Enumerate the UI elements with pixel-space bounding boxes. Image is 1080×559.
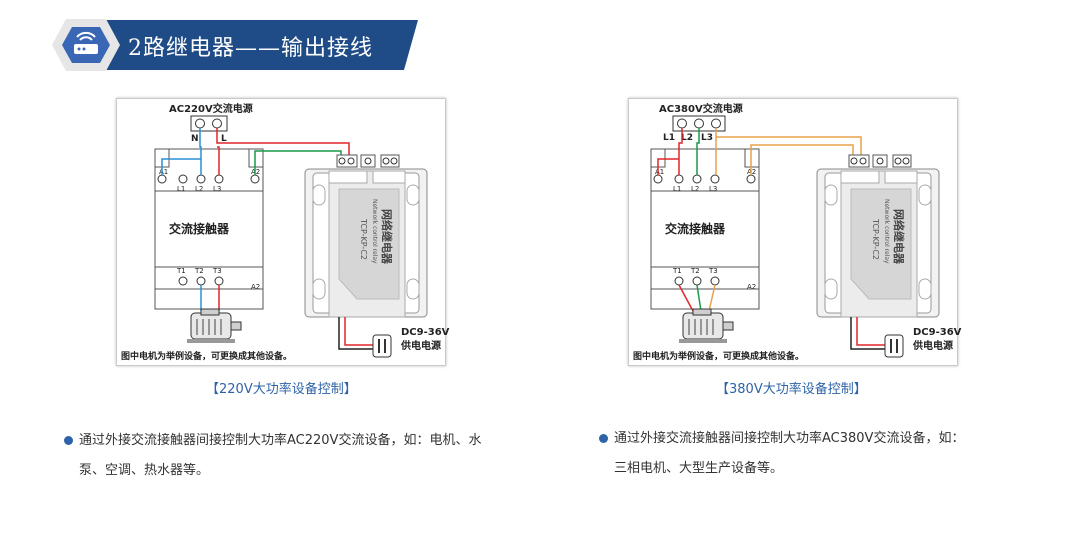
contactor-terminal-t1: T1 bbox=[672, 267, 682, 275]
source-label: AC380V交流电源 bbox=[659, 102, 743, 115]
source-label: AC220V交流电源 bbox=[169, 102, 253, 115]
wire-power-black bbox=[338, 317, 373, 350]
terminal-label-l2: L2 bbox=[681, 133, 693, 143]
screw-terminal bbox=[692, 174, 702, 184]
motor-icon bbox=[187, 308, 242, 343]
screw-terminal bbox=[694, 118, 704, 129]
bullet-220v: 通过外接交流接触器间接控制大功率AC220V交流设备，如：电机、水泵、空调、热水… bbox=[64, 426, 499, 486]
wire-motor-orange bbox=[708, 284, 716, 312]
contactor-terminal-t3: T3 bbox=[212, 267, 222, 275]
relay-terminal-block bbox=[848, 154, 912, 168]
wire-orange-a2 bbox=[750, 144, 854, 175]
contactor-terminal-l1: L1 bbox=[177, 185, 185, 193]
screw-terminal bbox=[710, 174, 720, 184]
contactor-label: 交流接触器 bbox=[665, 221, 726, 236]
wire-motor-red bbox=[678, 284, 694, 312]
wire-power-red bbox=[344, 317, 373, 346]
bullet-380v: 通过外接交流接触器间接控制大功率AC380V交流设备，如： 三相电机、大型生产设… bbox=[599, 424, 1034, 484]
screw-terminal bbox=[178, 276, 188, 286]
contactor-terminal-a1: A1 bbox=[655, 168, 664, 176]
power-plug-icon bbox=[884, 334, 904, 358]
diagram-note: 图中电机为举例设备，可更换成其他设备。 bbox=[633, 350, 804, 362]
bullet-dot-icon bbox=[64, 436, 73, 445]
banner-shape bbox=[52, 19, 418, 71]
diagram-note: 图中电机为举例设备，可更换成其他设备。 bbox=[121, 350, 292, 362]
screw-terminal bbox=[212, 118, 222, 129]
wire-red-l3 bbox=[217, 146, 220, 175]
screw-terminal bbox=[178, 174, 188, 184]
contactor-terminal-t3: T3 bbox=[708, 267, 718, 275]
page-title: 2路继电器——输出接线 bbox=[128, 36, 373, 61]
screw-terminal bbox=[250, 174, 260, 184]
screw-terminal bbox=[157, 174, 167, 184]
caption-380v: 【380V大功率设备控制】 bbox=[716, 382, 867, 397]
screw-terminal bbox=[674, 174, 684, 184]
bullet-dot-icon bbox=[599, 434, 608, 443]
relay-title: 网络继电器 bbox=[892, 209, 906, 265]
motor-icon bbox=[679, 308, 734, 343]
screw-terminal bbox=[214, 174, 224, 184]
caption-220v: 【220V大功率设备控制】 bbox=[206, 382, 357, 397]
power-supply-label: 供电电源 bbox=[912, 339, 953, 352]
contactor-terminal-l3: L3 bbox=[213, 185, 221, 193]
wiring-diagram-220v: AC220V交流电源 N L A1 A2 L1 L2 L3 交流接触器 T1 T… bbox=[116, 98, 450, 366]
contactor-terminal-l1: L1 bbox=[673, 185, 681, 193]
contactor-terminal-l2: L2 bbox=[195, 185, 203, 193]
screw-terminal bbox=[711, 118, 721, 129]
screw-terminal bbox=[692, 276, 702, 286]
relay-subtitle: Network control relay bbox=[883, 199, 890, 264]
contactor-terminal-a2-bottom: A2 bbox=[251, 283, 260, 291]
wire-blue-n bbox=[199, 128, 202, 175]
relay-title: 网络继电器 bbox=[380, 209, 394, 265]
contactor-label: 交流接触器 bbox=[169, 221, 230, 236]
network-relay-device bbox=[816, 168, 940, 318]
power-voltage-label: DC9-36V bbox=[913, 327, 962, 338]
relay-terminal-block bbox=[336, 154, 400, 168]
relay-subtitle: Network control relay bbox=[371, 199, 378, 264]
screw-terminal bbox=[674, 276, 684, 286]
relay-model: TCP-KP-C2 bbox=[359, 218, 368, 260]
screw-terminal bbox=[196, 276, 206, 286]
wire-red-l bbox=[216, 128, 350, 157]
router-wifi-icon bbox=[74, 31, 98, 54]
terminal-label-n: N bbox=[191, 134, 199, 144]
contactor-terminal-l3: L3 bbox=[709, 185, 717, 193]
relay-model: TCP-KP-C2 bbox=[871, 218, 880, 260]
wiring-diagram-380v: AC380V交流电源 L1 L2 L3 A1 A2 L1 L2 L3 交流接触器… bbox=[628, 98, 962, 366]
bullet-380v-line-2: 三相电机、大型生产设备等。 bbox=[614, 461, 784, 476]
screw-terminal bbox=[710, 276, 720, 286]
contactor-terminal-t2: T2 bbox=[690, 267, 700, 275]
screw-terminal bbox=[195, 118, 205, 129]
power-supply-label: 供电电源 bbox=[400, 339, 441, 352]
wire-red-a1 bbox=[657, 158, 679, 175]
wire-green-a2 bbox=[254, 150, 342, 175]
terminal-label-l: L bbox=[221, 134, 227, 144]
wire-motor-green bbox=[696, 284, 702, 312]
power-voltage-label: DC9-36V bbox=[401, 327, 450, 338]
contactor-terminal-a2-bottom: A2 bbox=[747, 283, 756, 291]
contactor-terminal-a1: A1 bbox=[159, 168, 168, 176]
wire-power-black bbox=[850, 317, 885, 350]
header-banner: 2路继电器——输出接线 bbox=[40, 14, 440, 76]
screw-terminal bbox=[677, 118, 687, 129]
bullet-380v-line-1: 通过外接交流接触器间接控制大功率AC380V交流设备，如： bbox=[614, 431, 965, 446]
contactor-terminal-t1: T1 bbox=[176, 267, 186, 275]
contactor-body bbox=[154, 148, 264, 310]
screw-terminal bbox=[746, 174, 756, 184]
screw-terminal bbox=[653, 174, 663, 184]
screw-terminal bbox=[196, 174, 206, 184]
terminal-label-l3: L3 bbox=[701, 133, 713, 143]
network-relay-device bbox=[304, 168, 428, 318]
contactor-terminal-t2: T2 bbox=[194, 267, 204, 275]
contactor-terminal-l2: L2 bbox=[691, 185, 699, 193]
wire-power-red bbox=[856, 317, 885, 346]
wire-blue-a1 bbox=[161, 158, 201, 175]
screw-terminal bbox=[214, 276, 224, 286]
contactor-body bbox=[650, 148, 760, 310]
wire-orange-relay bbox=[716, 136, 862, 157]
terminal-label-l1: L1 bbox=[663, 133, 675, 143]
power-plug-icon bbox=[372, 334, 392, 358]
wire-green-l2 bbox=[696, 128, 700, 175]
bullet-220v-text: 通过外接交流接触器间接控制大功率AC220V交流设备，如：电机、水泵、空调、热水… bbox=[79, 433, 482, 478]
